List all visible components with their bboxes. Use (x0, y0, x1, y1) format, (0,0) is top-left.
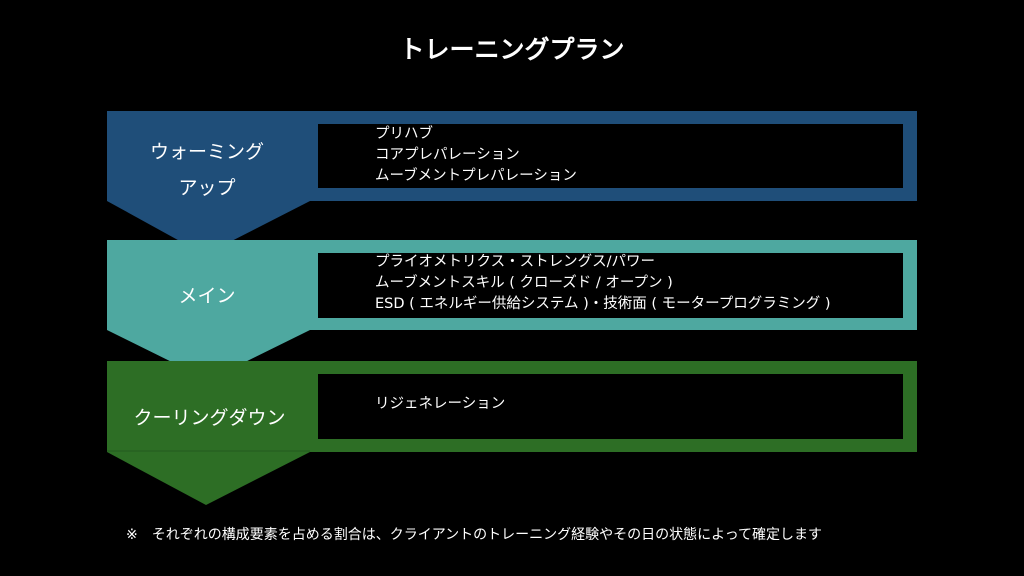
cooldown-items: リジェネレーション (375, 394, 505, 415)
list-item: ESD ( エネルギー供給システム )・技術面 ( モータープログラミング ) (375, 296, 831, 312)
stage-label-line: メイン (178, 285, 236, 307)
warmup-items: プリハブ コアプレパレーション ムーブメントプレパレーション (375, 124, 577, 187)
stage-label-cooldown: クーリングダウン (107, 400, 312, 436)
stage-label-line: クーリングダウン (133, 407, 286, 429)
main-items: プライオメトリクス・ストレングス/パワー ムーブメントスキル ( クローズド /… (375, 252, 831, 315)
footnote: ※ それぞれの構成要素を占める割合は、クライアントのトレーニング経験やその日の状… (126, 527, 823, 543)
cooldown-content-box (312, 368, 909, 445)
stage-label-warmup: ウォーミング アップ (107, 134, 307, 206)
main-arrow (107, 330, 310, 372)
cooldown-arrow (107, 452, 310, 505)
stage-label-line: ウォーミング (149, 141, 264, 163)
list-item: ムーブメントスキル ( クローズド / オープン ) (375, 275, 673, 291)
stage-label-line: アップ (178, 177, 236, 199)
warmup-arrow (107, 201, 310, 250)
slide-title: トレーニングプラン (399, 35, 625, 64)
stage-label-main: メイン (107, 278, 307, 314)
list-item: プリハブ (375, 126, 433, 142)
main-content-box (312, 247, 909, 324)
list-item: プライオメトリクス・ストレングス/パワー (375, 254, 655, 270)
list-item: ムーブメントプレパレーション (375, 168, 577, 184)
warmup-content-box (312, 118, 909, 194)
list-item: リジェネレーション (375, 396, 506, 412)
list-item: コアプレパレーション (375, 147, 520, 163)
